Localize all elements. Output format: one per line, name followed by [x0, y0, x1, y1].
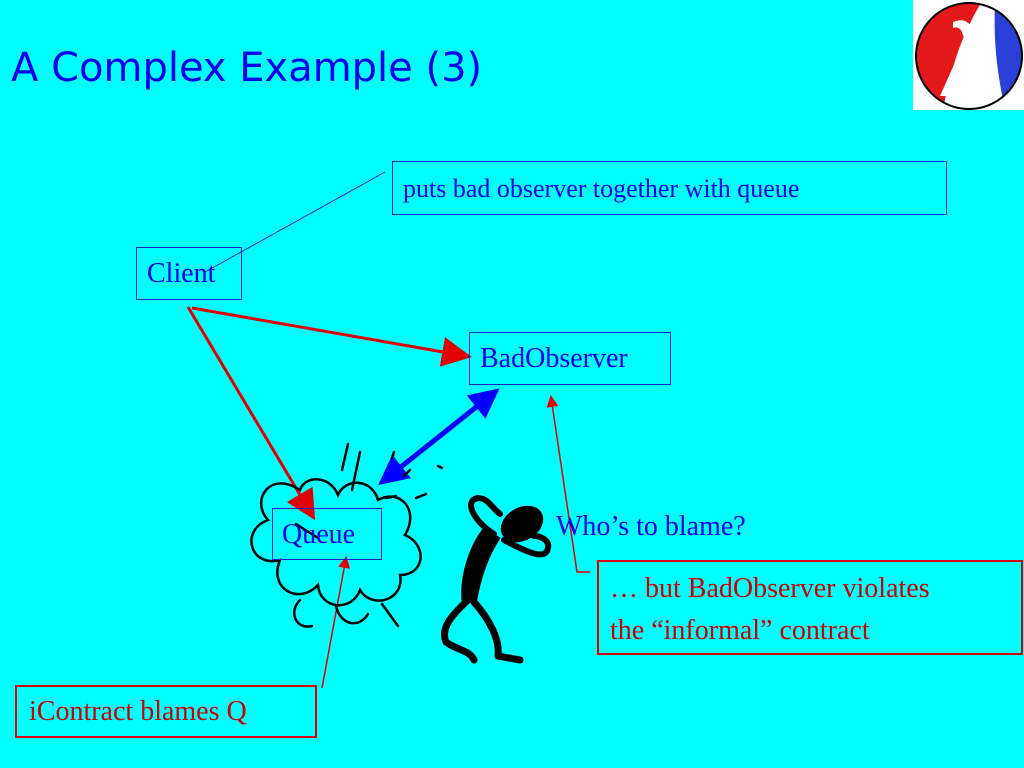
- queue-node: Queue: [272, 508, 382, 560]
- blame-note-line-1: … but BadObserver violates: [610, 573, 930, 604]
- queue-label: Queue: [282, 519, 356, 550]
- racket-logo: [913, 0, 1024, 110]
- icontract-note-text: iContract blames Q: [29, 696, 247, 727]
- client-label: Client: [147, 258, 216, 289]
- blame-note-line-2: the “informal” contract: [610, 615, 870, 646]
- icontract-note-box: iContract blames Q: [15, 685, 317, 738]
- client-to-badobserver-arrow: [191, 306, 472, 367]
- badobserver-node: BadObserver: [469, 332, 671, 385]
- blame-question: Who’s to blame?: [556, 511, 746, 542]
- client-node: Client: [136, 247, 242, 300]
- puts-note-box: puts bad observer together with queue: [392, 161, 947, 215]
- icontract-pointer-line: [321, 556, 351, 689]
- badobserver-queue-double-arrow: [378, 388, 500, 486]
- blame-pointer-line: [546, 395, 590, 573]
- note-connector-line: [204, 171, 386, 273]
- blame-note-box: … but BadObserver violates the “informal…: [597, 560, 1023, 655]
- puts-note-text: puts bad observer together with queue: [403, 174, 800, 203]
- client-to-queue-arrow: [186, 306, 316, 521]
- badobserver-label: BadObserver: [480, 343, 628, 374]
- slide-title: A Complex Example (3): [11, 45, 483, 91]
- lambda-logo-icon: [915, 2, 1023, 110]
